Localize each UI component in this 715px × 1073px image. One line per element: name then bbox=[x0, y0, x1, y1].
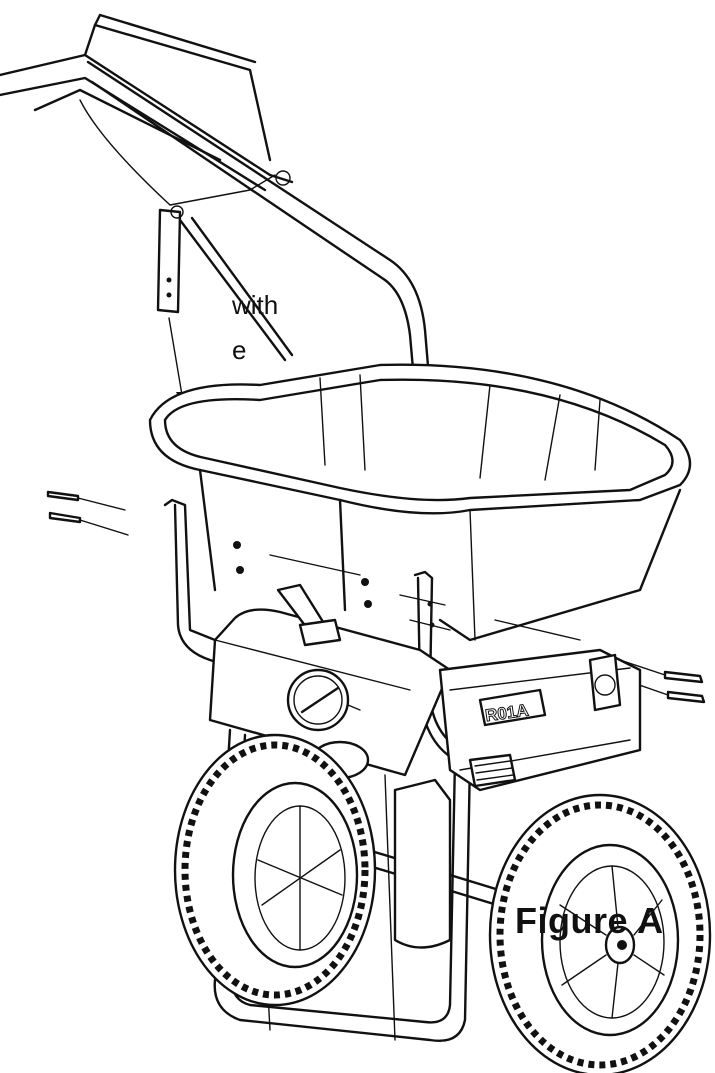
instruction-text-line-2: e bbox=[232, 335, 247, 365]
instruction-text-line-1: with bbox=[232, 290, 279, 320]
right-wheel bbox=[488, 793, 712, 1073]
handle-assembly bbox=[0, 13, 442, 409]
left-wheel bbox=[173, 733, 377, 1007]
control-panel bbox=[208, 583, 452, 777]
bolts bbox=[46, 490, 706, 704]
figure-label: Figure A bbox=[515, 900, 664, 941]
gearbox bbox=[438, 648, 642, 792]
hopper bbox=[148, 363, 692, 642]
